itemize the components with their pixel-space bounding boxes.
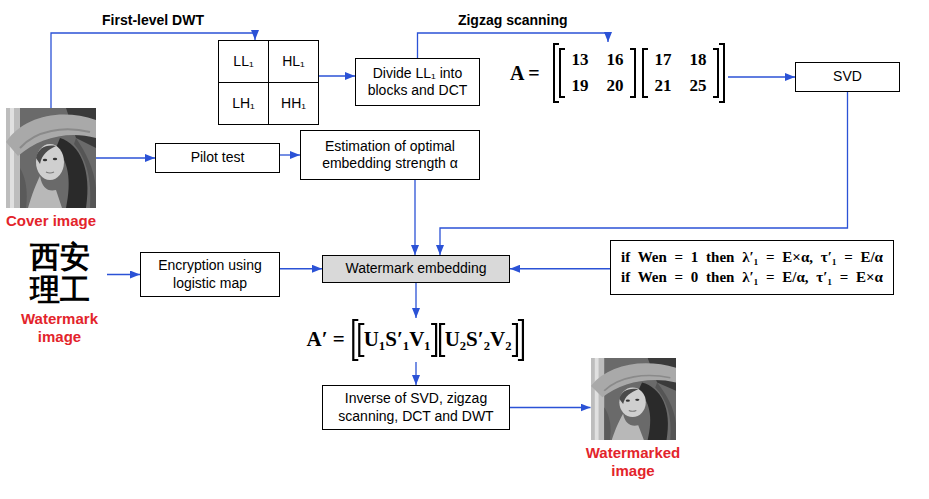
box-text: Estimation of optimal embedding strength… xyxy=(307,138,473,173)
formula-term: A′ = xyxy=(307,327,345,352)
arrow-connector xyxy=(96,157,155,158)
image-caption: Watermarked image xyxy=(578,444,688,480)
formula-term: U₂S′₂V₂ xyxy=(445,327,512,352)
image-node: Watermarked image xyxy=(578,358,688,480)
box-text: Pilot test xyxy=(191,149,245,167)
matrix-entry: 17 xyxy=(655,50,672,70)
box-text: Watermark embedding xyxy=(345,260,486,278)
formula-bracket xyxy=(517,320,522,360)
edge-label: First-level DWT xyxy=(100,12,206,29)
subband-label: LH₁ xyxy=(232,95,255,113)
arrow-connector xyxy=(440,92,848,255)
process-box: SVD xyxy=(795,62,900,92)
matrix-entry: 13 xyxy=(572,50,589,70)
matrix-bracket xyxy=(630,49,635,97)
matrix-bracket xyxy=(643,49,648,97)
photo-image xyxy=(591,358,676,440)
subband-label: HH₁ xyxy=(281,95,306,113)
edge-label: Zigzag scanning xyxy=(456,12,570,29)
process-box: Pilot test xyxy=(155,143,280,173)
arrow-connector xyxy=(415,283,416,319)
embedding-box: Watermark embedding xyxy=(322,255,510,283)
watermark-text: 理工 xyxy=(30,273,90,306)
image-node: Cover image xyxy=(4,108,98,230)
subband-cell: HH₁ xyxy=(268,82,319,125)
box-text: Divide LL₁ into blocks and DCT xyxy=(362,65,473,100)
process-box: Estimation of optimal embedding strength… xyxy=(300,130,480,180)
matrix-entry: A = xyxy=(510,61,540,85)
matrix-entry: 18 xyxy=(690,50,707,70)
matrix-entry: 16 xyxy=(607,50,624,70)
arrow-connector xyxy=(510,407,591,408)
matrix-entry: 25 xyxy=(690,76,707,96)
rule-text: if Wen = 1 then λ′₁ = E×α, τ′₁ = E/α xyxy=(621,247,883,267)
watermark-text: Watermark image xyxy=(12,310,107,346)
formula-bracket xyxy=(440,324,445,356)
coefficient-matrix: A = 13 16 17 18 19 20 21 25 xyxy=(510,42,728,104)
matrix-bracket xyxy=(713,49,718,97)
rule-text: if Wen = 0 then λ′₁ = E/α, τ′₁ = E×α xyxy=(621,267,883,287)
formula-node: A′ = U₁S′₁V₁ U₂S′₂V₂ xyxy=(307,318,526,362)
process-box: Inverse of SVD, zigzag scanning, DCT and… xyxy=(322,385,510,430)
arrow-connector xyxy=(319,75,355,76)
arrow-connector xyxy=(280,268,322,269)
subband-cell: LL₁ xyxy=(218,40,269,83)
arrow-connector xyxy=(728,76,795,77)
arrow-connector xyxy=(107,274,140,275)
arrow-connector xyxy=(510,268,610,269)
matrix-entry: 20 xyxy=(607,76,624,96)
matrix-bracket xyxy=(554,44,559,102)
arrow-connector xyxy=(414,180,415,255)
watermark-image: 西安理工 Watermark image xyxy=(12,240,107,346)
matrix-entry: 21 xyxy=(655,76,672,96)
formula-bracket xyxy=(359,324,364,356)
process-box: Encryption using logistic map xyxy=(140,252,280,297)
box-text: Encryption using logistic map xyxy=(147,257,273,292)
subband-cell: LH₁ xyxy=(218,82,269,125)
matrix-bracket xyxy=(719,44,724,102)
photo-image xyxy=(6,108,96,208)
subband-cell: HL₁ xyxy=(268,40,319,83)
photo-thumbnail xyxy=(6,108,96,208)
process-box: Divide LL₁ into blocks and DCT xyxy=(355,58,480,106)
formula-term: U₁S′₁V₁ xyxy=(364,327,431,352)
formula-bracket xyxy=(353,320,358,360)
arrow-connector xyxy=(415,362,416,385)
arrow-connector xyxy=(280,154,300,155)
image-caption: Cover image xyxy=(6,212,96,230)
rule-box: if Wen = 1 then λ′₁ = E×α, τ′₁ = E/αif W… xyxy=(610,240,894,295)
matrix-entry: 19 xyxy=(572,76,589,96)
box-text: SVD xyxy=(833,68,862,86)
watermark-text: 西安 xyxy=(30,240,90,273)
formula-bracket xyxy=(511,324,516,356)
box-text: Inverse of SVD, zigzag scanning, DCT and… xyxy=(329,390,503,425)
matrix-bracket xyxy=(560,49,565,97)
subband-label: HL₁ xyxy=(282,53,305,71)
photo-thumbnail xyxy=(591,358,676,440)
subband-label: LL₁ xyxy=(233,53,253,71)
formula-bracket xyxy=(431,324,436,356)
